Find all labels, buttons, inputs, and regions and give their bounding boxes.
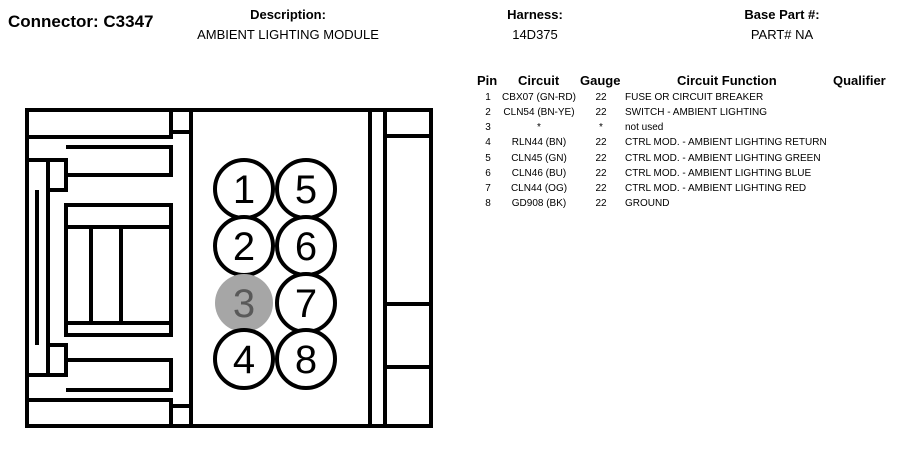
pin-number-label: 5: [295, 168, 317, 212]
cell-pin: 3: [485, 122, 491, 133]
cell-circuit: CLN46 (BU): [511, 168, 567, 179]
col-header-pin: Pin: [477, 73, 498, 88]
pin-cavity-2: 2: [213, 215, 275, 277]
connector-id: C3347: [103, 12, 154, 31]
pin-cavity-5: 5: [275, 158, 337, 220]
cell-circuit: CLN54 (BN-YE): [503, 107, 575, 118]
cell-gauge: 22: [595, 107, 607, 118]
harness-label: Harness:: [507, 7, 563, 22]
description-label: Description:: [250, 7, 326, 22]
right-latch-upper: [383, 134, 433, 306]
pin-cavity-3: 3: [215, 274, 273, 332]
base-part-value: PART# NA: [750, 27, 814, 42]
cell-function: SWITCH - AMBIENT LIGHTING: [625, 107, 768, 118]
cell-pin: 2: [485, 107, 491, 118]
cell-function: CTRL MOD. - AMBIENT LIGHTING BLUE: [625, 168, 812, 179]
cell-gauge: *: [599, 122, 603, 133]
left-bottom-tab: [27, 398, 191, 426]
cell-pin: 8: [485, 198, 491, 209]
pin-number-label: 7: [295, 282, 317, 326]
cell-pin: 1: [485, 92, 491, 103]
left-locking-frame-lines: [66, 225, 171, 325]
pin-number-label: 2: [233, 225, 255, 269]
pin-number-label: 8: [295, 338, 317, 382]
cell-circuit: CBX07 (GN-RD): [502, 92, 576, 103]
right-latch-lower: [383, 365, 433, 428]
harness-block: Harness: 14D375: [475, 7, 595, 42]
cell-pin: 7: [485, 183, 491, 194]
col-header-circuit: Circuit: [518, 73, 560, 88]
cell-circuit: CLN44 (OG): [510, 183, 568, 194]
left-locking-slots: [89, 227, 123, 323]
pin-circle: [275, 328, 337, 390]
description-value: AMBIENT LIGHTING MODULE: [197, 27, 379, 42]
col-header-function: Circuit Function: [677, 73, 777, 88]
cell-circuit: GD908 (BK): [511, 198, 567, 209]
col-header-gauge: Gauge: [580, 73, 621, 88]
connector-label: Connector:: [8, 12, 99, 31]
connector-title: Connector: C3347: [8, 12, 154, 32]
left-locking-frame: [64, 203, 173, 337]
left-upper-rib: [66, 145, 173, 177]
pin-circle: [215, 274, 273, 332]
cell-gauge: 22: [595, 198, 607, 209]
cell-function: not used: [625, 122, 664, 133]
base-part-block: Base Part #: PART# NA: [712, 7, 852, 42]
pin-cavities: 1 2 3 4 5 6 7 8: [213, 158, 337, 390]
cell-gauge: 22: [595, 168, 607, 179]
cell-function: CTRL MOD. - AMBIENT LIGHTING GREEN: [625, 153, 821, 164]
cell-gauge: 22: [595, 92, 607, 103]
cell-pin: 6: [485, 168, 491, 179]
pin-cavity-8: 8: [275, 328, 337, 390]
cell-pin: 5: [485, 153, 491, 164]
left-top-tab: [27, 110, 191, 139]
left-latch-lower-notch: [48, 343, 68, 377]
pin-cavity-7: 7: [275, 272, 337, 334]
base-part-label: Base Part #:: [744, 7, 820, 22]
pin-number-label: 3: [233, 282, 255, 326]
pin-circle: [213, 328, 275, 390]
cell-gauge: 22: [595, 137, 607, 148]
col-header-qualifier: Qualifier: [833, 73, 886, 88]
left-lower-rib: [66, 358, 173, 392]
description-block: Description: AMBIENT LIGHTING MODULE: [178, 7, 398, 42]
cell-circuit: CLN45 (GN): [511, 153, 567, 164]
left-latch-upper-notch: [48, 158, 68, 192]
cell-function: CTRL MOD. - AMBIENT LIGHTING RED: [625, 183, 807, 194]
cell-gauge: 22: [595, 153, 607, 164]
pin-number-label: 4: [233, 338, 255, 382]
cell-function: CTRL MOD. - AMBIENT LIGHTING RETURN: [625, 137, 827, 148]
cell-pin: 4: [485, 137, 491, 148]
cell-circuit: *: [537, 122, 541, 133]
left-outer-latch: [27, 158, 50, 377]
pin-cavity-6: 6: [275, 215, 337, 277]
pin-cavity-4: 4: [213, 328, 275, 390]
pin-cavity-1: 1: [213, 158, 275, 220]
cell-gauge: 22: [595, 183, 607, 194]
harness-value: 14D375: [512, 27, 558, 42]
pin-number-label: 1: [233, 168, 255, 212]
cell-function: GROUND: [625, 198, 670, 209]
pin-number-label: 6: [295, 225, 317, 269]
cell-circuit: RLN44 (BN): [511, 137, 567, 148]
cell-function: FUSE OR CIRCUIT BREAKER: [625, 92, 764, 103]
